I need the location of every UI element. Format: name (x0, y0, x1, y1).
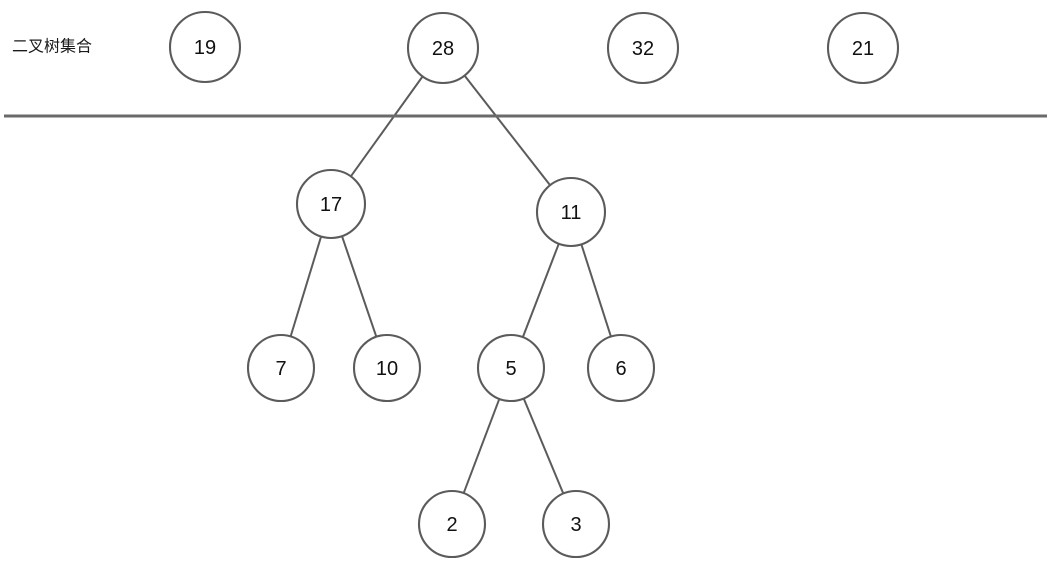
nodes-layer: 19 28 32 21 17 11 7 10 5 6 2 3 (168, 10, 900, 559)
node-circle-7[interactable] (246, 333, 316, 403)
node-label-2: 2 (446, 514, 457, 536)
tree-edge-n11-n5 (521, 242, 561, 339)
tree-edge-n28-n11 (463, 74, 552, 187)
tree-node-21[interactable]: 21 (826, 11, 900, 85)
tree-node-17[interactable]: 17 (295, 168, 367, 240)
tree-node-7[interactable]: 7 (246, 333, 316, 403)
tree-node-2[interactable]: 2 (417, 489, 487, 559)
node-label-28: 28 (432, 38, 454, 60)
node-label-17: 17 (320, 194, 342, 216)
edges-layer (289, 74, 613, 495)
tree-edge-n11-n6 (580, 243, 613, 338)
node-circle-6[interactable] (586, 333, 656, 403)
node-circle-32[interactable] (606, 11, 680, 85)
node-circle-5[interactable] (476, 333, 546, 403)
tree-node-32[interactable]: 32 (606, 11, 680, 85)
tree-edge-n5-n3 (522, 397, 565, 495)
tree-edge-n17-n10 (340, 234, 378, 339)
tree-node-19[interactable]: 19 (168, 10, 242, 84)
node-circle-28[interactable] (406, 11, 480, 85)
node-circle-17[interactable] (295, 168, 367, 240)
node-label-19: 19 (194, 37, 216, 59)
node-circle-3[interactable] (541, 489, 611, 559)
node-label-11: 11 (561, 202, 582, 224)
node-circle-2[interactable] (417, 489, 487, 559)
tree-node-11[interactable]: 11 (535, 176, 607, 248)
tree-node-28[interactable]: 28 (406, 11, 480, 85)
tree-edge-n28-n17 (349, 75, 424, 178)
node-circle-10[interactable] (352, 333, 422, 403)
tree-node-3[interactable]: 3 (541, 489, 611, 559)
tree-edge-n5-n2 (462, 397, 501, 495)
node-label-32: 32 (632, 38, 654, 60)
node-label-21: 21 (852, 38, 874, 60)
node-label-6: 6 (615, 358, 626, 380)
node-circle-21[interactable] (826, 11, 900, 85)
tree-node-5[interactable]: 5 (476, 333, 546, 403)
tree-node-10[interactable]: 10 (352, 333, 422, 403)
set-label: 二叉树集合 (12, 38, 92, 56)
node-label-3: 3 (570, 514, 581, 536)
node-circle-11[interactable] (535, 176, 607, 248)
node-label-7: 7 (275, 358, 286, 380)
node-label-5: 5 (505, 358, 516, 380)
node-circle-19[interactable] (168, 10, 242, 84)
tree-edge-n17-n7 (289, 235, 323, 338)
tree-node-6[interactable]: 6 (586, 333, 656, 403)
node-label-10: 10 (376, 358, 398, 380)
